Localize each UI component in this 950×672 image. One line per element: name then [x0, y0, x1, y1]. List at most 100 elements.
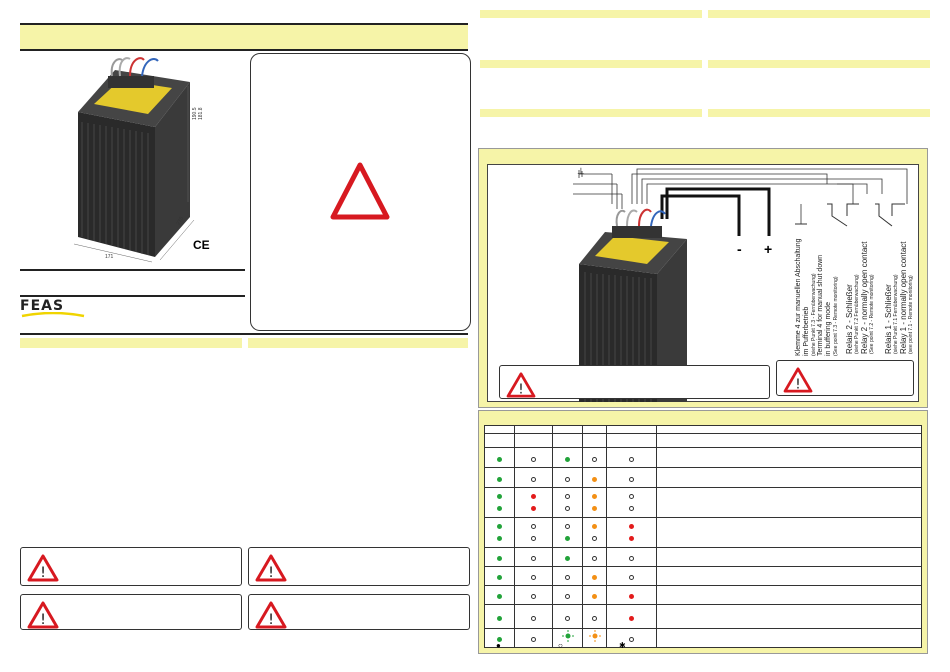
led-indicator: [629, 575, 634, 580]
svg-text:!: !: [268, 612, 274, 628]
led-indicator: [592, 615, 597, 621]
table-cell: [484, 487, 515, 518]
relay2-line-4: (See point 7.2 - Remote monitoring): [869, 274, 875, 354]
relay2-line-3: Relay 2 - normally open contact: [860, 241, 869, 355]
warning-box-1: !: [20, 547, 242, 586]
table-cell: [606, 447, 657, 468]
table-cell: [484, 517, 515, 548]
warning-box-2: !: [248, 547, 470, 586]
led-indicator: [592, 476, 597, 482]
led-indicator: [565, 494, 570, 499]
table-cell: [552, 487, 583, 518]
table-cell: [606, 487, 657, 518]
svg-text:!: !: [40, 612, 46, 628]
table-cell: [582, 628, 607, 648]
led-indicator: [592, 536, 597, 541]
led-indicator: [592, 575, 597, 580]
led-table-body: [484, 447, 922, 648]
led-indicator: [629, 506, 634, 511]
section-band-right-3b: [708, 109, 930, 117]
table-cell: [606, 547, 657, 567]
table-description-cell: [656, 487, 922, 518]
table-cell: [552, 604, 583, 629]
table-cell: [552, 517, 583, 548]
led-indicator: [497, 615, 502, 621]
table-description-cell: [656, 547, 922, 567]
table-cell: [606, 628, 657, 648]
led-indicator: [531, 637, 536, 642]
led-indicator: [497, 637, 502, 642]
table-cell: [582, 517, 607, 548]
table-cell: [514, 487, 553, 518]
led-indicator: [629, 637, 634, 642]
led-indicator: [565, 536, 570, 541]
table-cell: [582, 585, 607, 605]
led-indicator: [565, 506, 570, 511]
led-indicator: [497, 594, 502, 599]
led-indicator: [565, 556, 570, 561]
brand-logo: FEAS: [20, 297, 90, 319]
table-cell: [606, 585, 657, 605]
table-cell: [582, 547, 607, 567]
legend-off: ○: [558, 641, 563, 650]
table-cell: [552, 566, 583, 586]
table-cell: [514, 628, 553, 648]
table-cell: [582, 487, 607, 518]
table-row: [484, 487, 922, 518]
dim-height-2: 181.8: [198, 107, 204, 120]
table-description-cell: [656, 467, 922, 488]
led-indicator: [565, 594, 570, 599]
terminal4-line-1: Klemme 4 zur manuellen Abschaltung: [795, 238, 802, 356]
rule-left-1: [20, 269, 245, 271]
terminal4-line-6: (See point 7.3 - Remote monitoring): [833, 276, 839, 356]
led-indicator: [592, 524, 597, 529]
led-indicator: [497, 494, 502, 499]
led-indicator: [531, 524, 536, 529]
warning-icon: !: [27, 601, 59, 629]
table-cell: [552, 585, 583, 605]
table-cell: [582, 566, 607, 586]
diagram-warning-box-2: !: [776, 360, 914, 396]
top-rule-left: [20, 23, 468, 25]
led-indicator: [531, 575, 536, 580]
led-indicator: [592, 456, 597, 462]
blinking-led-icon: [588, 630, 601, 642]
legend-on: ●: [496, 641, 501, 650]
led-indicator: [629, 524, 634, 529]
table-row: [484, 517, 922, 548]
section-band-left-b: [248, 338, 468, 348]
svg-text:!: !: [795, 377, 800, 392]
led-indicator: [531, 615, 536, 621]
table-row: [484, 547, 922, 567]
led-indicator: [497, 506, 502, 511]
blinking-led-icon: [561, 630, 574, 642]
table-row: [484, 628, 922, 648]
table-cell: [484, 604, 515, 629]
terminal4-line-4: Terminal 4 for manual shut down: [817, 254, 824, 356]
table-cell: [582, 467, 607, 488]
relay1-description: Relais 1 - Schließer (siehe Punkt 7.1 Fe…: [884, 242, 914, 355]
section-band-right-1a: [480, 10, 702, 18]
led-indicator: [531, 494, 536, 499]
table-cell: [606, 467, 657, 488]
table-cell: [552, 628, 583, 648]
table-cell: [514, 447, 553, 468]
led-indicator: [497, 524, 502, 529]
section-band-right-2a: [480, 60, 702, 68]
ce-mark: CE: [193, 238, 210, 252]
warning-icon: !: [783, 367, 813, 393]
table-cell: [514, 604, 553, 629]
table-row: [484, 585, 922, 605]
warning-triangle-icon: [330, 162, 390, 220]
table-cell: [514, 517, 553, 548]
rule-left-3: [20, 333, 468, 335]
table-header-row: [484, 425, 922, 434]
led-indicator: [531, 476, 536, 482]
table-row: [484, 467, 922, 488]
led-indicator: [629, 615, 634, 621]
warning-box-3: !: [20, 594, 242, 630]
svg-text:!: !: [40, 565, 46, 581]
table-cell: [484, 566, 515, 586]
led-indicator: [497, 456, 502, 462]
table-row: [484, 447, 922, 468]
